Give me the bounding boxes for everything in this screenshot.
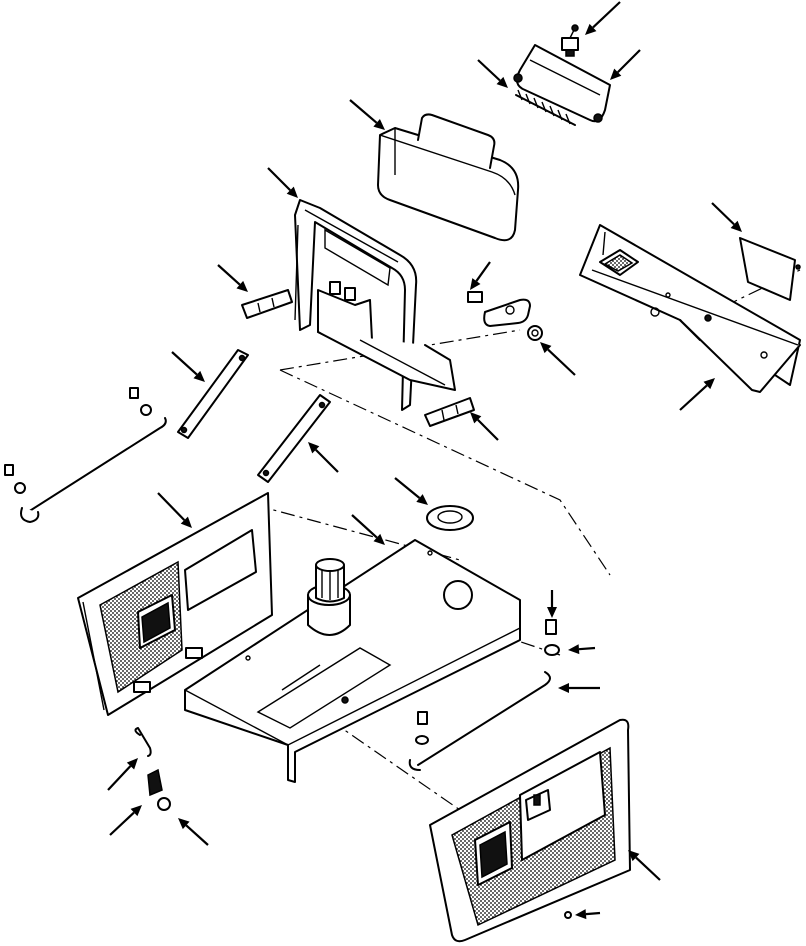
clip-right xyxy=(424,397,475,427)
fuel-tank xyxy=(377,113,520,242)
callout-arrow xyxy=(610,49,641,80)
base-plate xyxy=(184,539,521,783)
filler-neck xyxy=(307,558,351,636)
callout-arrow xyxy=(349,99,385,130)
rod-left xyxy=(4,387,167,523)
callout-arrow xyxy=(157,492,192,528)
toggle-switch xyxy=(561,24,579,57)
callout-arrow xyxy=(470,261,491,290)
instrument-panel xyxy=(579,224,801,393)
callout-arrow xyxy=(394,477,428,505)
rivet xyxy=(564,911,572,919)
side-panel-left xyxy=(77,492,273,716)
callout-arrow xyxy=(351,514,385,545)
switch-bracket xyxy=(513,44,611,123)
strap-left xyxy=(177,349,249,439)
clip-left xyxy=(241,289,293,319)
callout-arrow xyxy=(585,1,621,35)
rod-right xyxy=(408,671,551,771)
callout-arrow xyxy=(267,167,298,198)
callout-arrows xyxy=(107,1,742,920)
callout-arrow xyxy=(308,442,339,473)
strap-center xyxy=(257,394,331,483)
spring xyxy=(515,89,576,126)
callout-arrow xyxy=(628,850,661,881)
callout-arrow xyxy=(711,202,742,232)
nut xyxy=(527,325,543,341)
bolt xyxy=(417,619,557,725)
key-plate xyxy=(467,291,531,327)
callout-arrow xyxy=(171,351,205,382)
callout-arrow xyxy=(547,590,557,618)
callout-arrow xyxy=(558,683,600,693)
panel-cover xyxy=(739,237,801,301)
callout-arrow xyxy=(575,909,601,920)
latch xyxy=(147,768,163,797)
callout-arrow xyxy=(109,805,142,836)
callout-arrow xyxy=(540,342,576,376)
callout-arrow xyxy=(217,264,248,292)
washer xyxy=(415,644,560,745)
callout-arrow xyxy=(470,412,499,441)
callout-arrow xyxy=(568,644,596,655)
grommet xyxy=(426,505,474,531)
seat-frame xyxy=(294,199,456,411)
knob xyxy=(157,797,171,811)
callout-arrow xyxy=(178,818,209,846)
side-panel-right xyxy=(429,718,631,943)
callout-arrow xyxy=(107,758,138,791)
latch-hook xyxy=(134,727,152,757)
callout-arrow xyxy=(477,59,508,88)
callout-arrow xyxy=(679,378,715,411)
